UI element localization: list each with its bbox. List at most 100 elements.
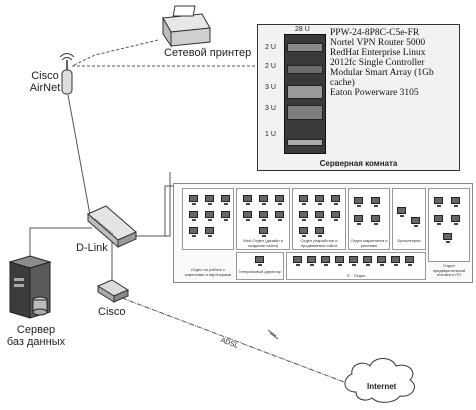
database-server-icon: [8, 255, 52, 319]
unit-size-2: 2 U: [265, 63, 276, 70]
equipment-4: 2012fc Single Controller Modular Smart A…: [330, 58, 434, 88]
room-accounting: [392, 188, 426, 250]
room-director: [236, 252, 284, 280]
workstation-icon: [397, 207, 406, 217]
equipment-2: Nortel VPN Router 5000: [330, 38, 426, 48]
server-rack: [284, 34, 326, 154]
room-label-director: Генеральный директор: [238, 269, 282, 274]
airnet-access-point-icon: [59, 53, 75, 95]
wire-adsl: [121, 297, 353, 386]
room-label-clients: Отдел по работе с клиентами и партнерами: [184, 267, 232, 277]
room-label-web: Web-Отдел (дизайн и создание сайта): [243, 238, 283, 248]
workstation-icon: [307, 256, 316, 266]
dlink-label: D-Link: [76, 242, 108, 254]
wire-airnet-dlink: [67, 94, 91, 216]
workstation-icon: [331, 195, 340, 205]
workstation-icon: [259, 211, 268, 221]
rack-unit-patch-panel: [287, 43, 323, 52]
server-room-title: Серверная комната: [319, 159, 398, 168]
room-clients: [182, 188, 234, 250]
workstation-icon: [205, 195, 214, 205]
workstation-icon: [443, 233, 452, 243]
room-label-it: IT - Отдел: [346, 273, 366, 278]
internet-label: Internet: [367, 382, 397, 391]
equipment-1: PPW-24-8P8C-C5e-FR: [330, 28, 420, 38]
workstation-icon: [189, 211, 198, 221]
room-it: [286, 252, 426, 280]
workstation-icon: [434, 215, 443, 225]
rack-unit-storage-array: [287, 105, 323, 120]
equipment-3: RedHat Enterprise Linux: [330, 48, 426, 58]
room-dev: [292, 188, 346, 250]
unit-size-4: 3 U: [265, 105, 276, 112]
wire-printer-airnet: [71, 39, 159, 67]
dlink-switch-icon: [87, 205, 137, 249]
internet-cloud-icon: [344, 358, 415, 403]
adsl-break-mark-2: [269, 332, 279, 340]
rack-equipment-list: PPW-24-8P8C-C5e-FR Nortel VPN Router 500…: [330, 25, 458, 98]
workstation-icon: [451, 197, 460, 207]
rack-unit-linux-server: [287, 85, 323, 99]
workstation-icon: [299, 211, 308, 221]
workstation-icon: [349, 256, 358, 266]
workstation-icon: [243, 195, 252, 205]
workstation-icon: [354, 215, 363, 225]
cisco-label: Cisco: [98, 306, 126, 318]
workstation-icon: [205, 211, 214, 221]
workstation-icon: [434, 197, 443, 207]
workstation-icon: [315, 195, 324, 205]
room-label-marketing: Отдел маркетинга и рекламы: [350, 238, 388, 248]
room-hardware: [428, 188, 470, 262]
workstation-icon: [299, 227, 308, 237]
unit-size-5: 1 U: [265, 131, 276, 138]
wire-dlink-server: [29, 227, 92, 262]
server-room-panel: 28 U 2 U 2 U 3 U 3 U 1 U PPW-24-8P8C-C5e…: [257, 24, 460, 171]
workstation-icon: [321, 256, 330, 266]
workstation-icon: [221, 195, 230, 205]
workstation-icon: [189, 227, 198, 237]
workstation-icon: [221, 211, 230, 221]
workstation-icon: [411, 217, 420, 227]
workstation-icon: [391, 256, 400, 266]
workstation-icon: [363, 256, 372, 266]
office-floor-plan: Отдел по работе с клиентами и партнерами…: [173, 183, 473, 283]
unit-size-1: 2 U: [265, 44, 276, 51]
workstation-icon: [293, 256, 302, 266]
rack-unit-vpn-router: [287, 65, 323, 74]
rack-capacity: 28 U: [295, 26, 310, 33]
workstation-icon: [259, 195, 268, 205]
wire-dlink-rack: [135, 172, 171, 237]
workstation-icon: [315, 211, 324, 221]
workstation-icon: [205, 227, 214, 237]
workstation-icon: [331, 211, 340, 221]
workstation-icon: [189, 195, 198, 205]
adsl-break-mark: [267, 329, 277, 337]
rack-unit-ups: [287, 139, 323, 146]
room-label-dev: Отдел разработки и продвижения сайта: [300, 238, 338, 248]
printer-icon: [162, 5, 211, 48]
workstation-icon: [371, 197, 380, 207]
printer-label: Сетевой принтер: [164, 47, 252, 59]
room-label-hardware: Отдел предварительной техники и ПО: [432, 263, 466, 277]
wire-dlink-office: [135, 185, 175, 237]
workstation-icon: [451, 215, 460, 225]
workstation-icon: [275, 211, 284, 221]
server-label: Сервер баз данных: [6, 324, 66, 348]
workstation-icon: [255, 256, 264, 266]
equipment-5: Eaton Powerware 3105: [330, 88, 419, 98]
workstation-icon: [354, 197, 363, 207]
room-web: [236, 188, 290, 250]
workstation-icon: [335, 256, 344, 266]
workstation-icon: [259, 227, 268, 237]
workstation-icon: [315, 227, 324, 237]
cisco-router-icon: [96, 279, 130, 303]
workstation-icon: [405, 256, 414, 266]
unit-size-3: 3 U: [265, 84, 276, 91]
workstation-icon: [377, 256, 386, 266]
workstation-icon: [275, 195, 284, 205]
workstation-icon: [299, 195, 308, 205]
room-label-accounting: Бухгалтерия: [397, 238, 421, 243]
workstation-icon: [243, 211, 252, 221]
room-marketing: [348, 188, 390, 250]
